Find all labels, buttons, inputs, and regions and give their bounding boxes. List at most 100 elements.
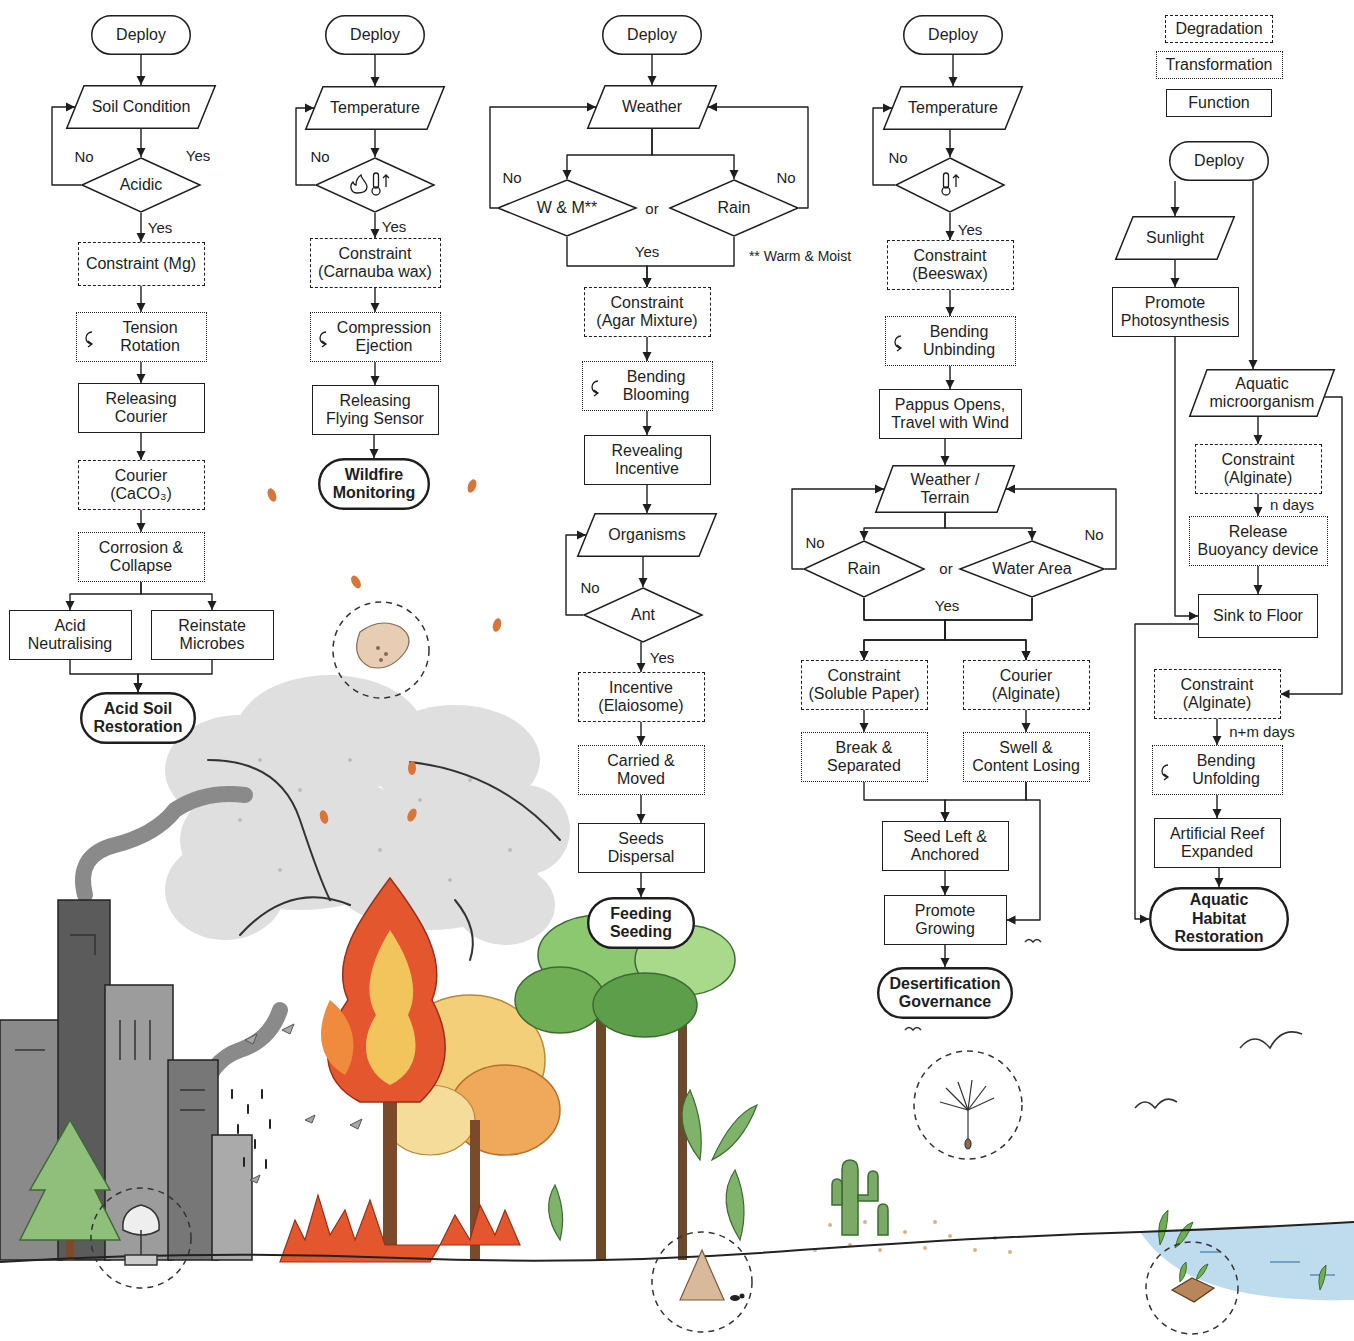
node-text: Courier (Alginate) [970,667,1083,704]
transformation-box: Bending Unbinding [885,316,1016,366]
connector [134,660,213,692]
pill-outline [878,968,1012,1018]
decision-diamond [895,157,1005,213]
branch-label: No [500,169,523,186]
input-parallelogram: Sunlight [1115,216,1235,260]
arrowhead [643,278,652,287]
connector-line [864,598,1032,660]
arrowhead [1022,651,1031,660]
note-label: Yes [933,597,961,614]
branch-label: n days [1268,496,1316,513]
arrowhead [137,148,146,157]
branch-label: Yes [956,221,984,238]
diamond-outline [896,158,1004,212]
connector [371,362,380,385]
function-box: Promote Growing [884,895,1007,945]
arrowhead [941,958,950,967]
node-text: Releasing Flying Sensor [319,392,432,429]
node-text: Releasing Courier [85,390,198,427]
parallelogram-outline [876,466,1015,513]
input-parallelogram: Aquatic microorganism [1189,369,1335,417]
node-text: Sunlight [1146,229,1204,247]
connector [860,710,869,732]
node-text: Rain [718,199,751,217]
connector [70,660,143,692]
function-box: Promote Photosynthesis [1112,287,1239,337]
branch-label: No [1082,526,1105,543]
connector [563,129,653,179]
degradation-box: Constraint (Mg) [78,242,205,286]
degradation-box: Constraint (Carnauba wax) [310,238,441,288]
arrowhead [1254,435,1263,444]
terminal-pill: Deploy [91,15,191,55]
degradation-box: Constraint (Beeswax) [887,240,1014,290]
node-text: Rain [848,560,881,578]
diamond-outline [316,158,434,212]
connector [637,873,646,897]
pill-outline [904,16,1003,55]
connector-line [652,129,734,179]
pill-outline [588,898,694,948]
node-text: Acid Soil Restoration [92,700,184,737]
function-box: Acid Neutralising [9,610,132,660]
transformation-box: Break & Separated [801,732,928,782]
node-text: Swell & Content Losing [970,739,1083,776]
connector [946,290,955,316]
node-text: Deploy [928,26,978,44]
connector [141,582,217,610]
terminal-pill: Wildfire Monitoring [318,458,430,510]
node-text: Seed Left & Anchored [889,828,1002,865]
node-text: Constraint (Alginate) [1161,676,1274,713]
decision-diamond: Water Area [959,540,1105,598]
arrowhead [860,651,869,660]
connector [949,55,958,86]
arrowhead [941,812,950,821]
arrowhead [637,814,646,823]
node-text: Deploy [627,26,677,44]
connector-line [945,513,1032,540]
rotation-icon [895,336,901,351]
arrowhead [371,148,380,157]
arrowhead [941,456,950,465]
arrowhead [949,77,958,86]
arrowhead [1215,878,1224,887]
connector [643,337,652,361]
node-text: Promote Photosynthesis [1119,294,1232,331]
node-text: Bending Blooming [607,368,706,405]
legend-text: Degradation [1175,20,1262,38]
arrowhead [941,812,950,821]
rotation-icon [1162,765,1168,780]
arrowhead [1213,809,1222,818]
rotation-icon [592,381,598,396]
arrowhead [946,380,955,389]
diamond-outline [584,588,702,642]
connector-line [945,782,1026,821]
node-outline [315,157,435,213]
function-box: Artificial Reef Expanded [1154,818,1281,868]
diamond-outline [670,180,798,236]
decision-diamond: W & M** [497,179,637,237]
node-text: Constraint (Agar Mixture) [591,294,704,331]
connector [946,213,955,240]
terminal-pill: Deploy [903,15,1003,55]
function-box: Sink to Floor [1198,594,1318,638]
legend-item: Degradation [1165,15,1273,43]
legend-item: Function [1166,89,1272,117]
arrowhead [1028,531,1037,540]
terminal-pill: Deploy [1169,141,1269,181]
branch-label: No [886,149,909,166]
arrowhead [637,888,646,897]
function-box: Revealing Incentive [584,435,711,485]
rise-arrow [953,175,959,187]
node-text: Revealing Incentive [591,442,704,479]
node-text: Compression Ejection [335,319,434,356]
node-text: Weather / Terrain [892,471,998,508]
function-box: Seed Left & Anchored [882,821,1009,871]
diamond-outline [498,180,636,236]
node-text: Bending Unbinding [910,323,1009,360]
connector [137,433,146,460]
degradation-box: Constraint (Alginate) [1195,444,1322,494]
